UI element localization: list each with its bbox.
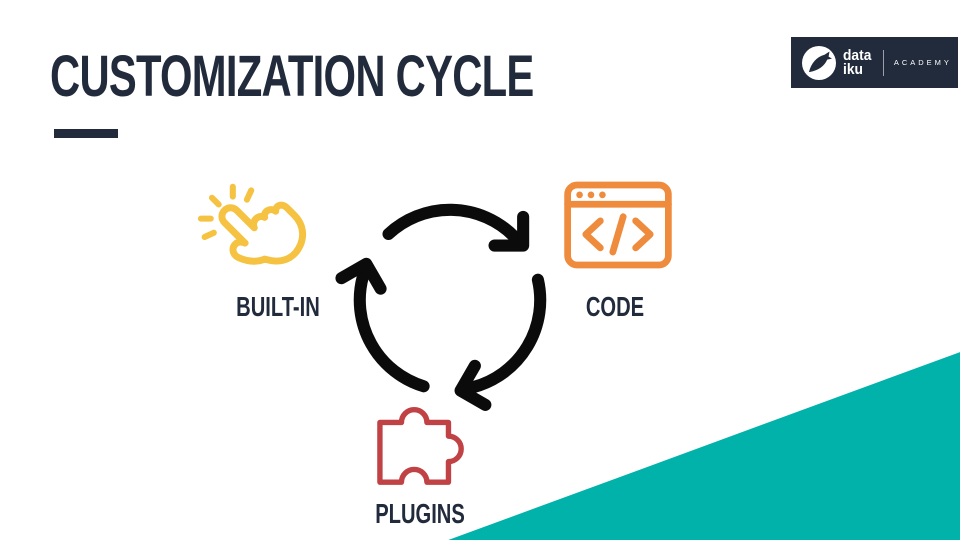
node-label-plugins: PLUGINS bbox=[375, 498, 465, 529]
node-label-built-in: BUILT-IN bbox=[236, 291, 320, 322]
dataiku-bird-icon bbox=[802, 45, 836, 80]
logo-brand-top: data bbox=[843, 47, 872, 64]
logo-divider bbox=[882, 49, 884, 76]
title-underline bbox=[54, 129, 118, 138]
logo-brand-text: data iku bbox=[843, 47, 872, 78]
code-window-icon bbox=[564, 181, 672, 269]
node-label-code: CODE bbox=[585, 291, 645, 322]
logo-academy-label: ACADEMY bbox=[893, 58, 952, 67]
hand-click-icon bbox=[196, 172, 326, 302]
dataiku-academy-logo: data iku ACADEMY bbox=[791, 37, 958, 88]
page-title: CUSTOMIZATION CYCLE bbox=[50, 44, 534, 109]
cycle-arrows-icon bbox=[329, 179, 571, 421]
logo-brand-bottom: iku bbox=[843, 60, 863, 78]
puzzle-piece-icon bbox=[372, 396, 474, 490]
